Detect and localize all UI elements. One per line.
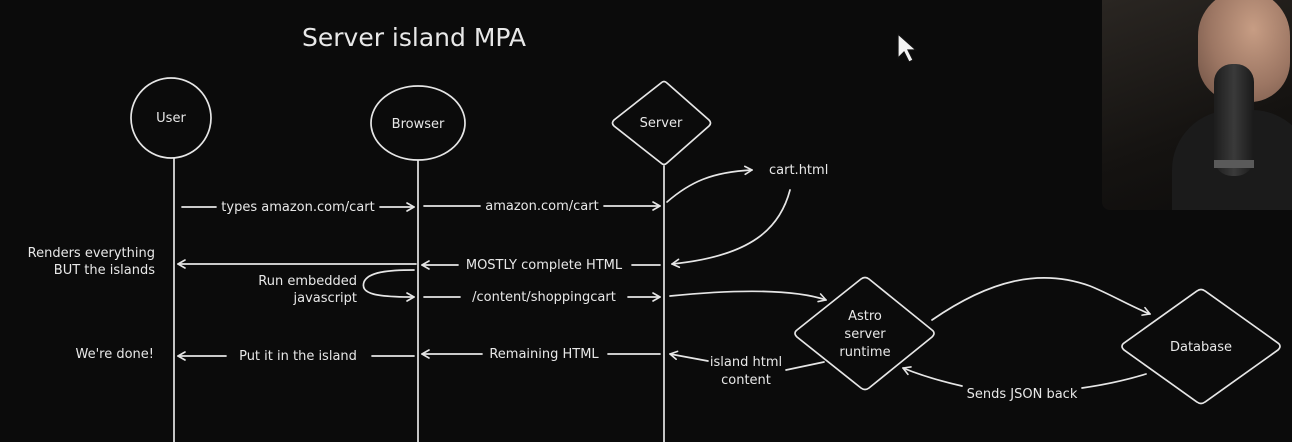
request-url-label: amazon.com/cart (485, 199, 598, 214)
browser-node: Browser (370, 85, 466, 161)
server-to-runtime-arrow (669, 290, 827, 303)
message-renders: Renders everything BUT the islands (28, 246, 417, 278)
browser-node-label: Browser (392, 117, 445, 132)
microphone-icon (1214, 64, 1254, 176)
put-in-island-label: Put it in the island (239, 349, 357, 364)
mouse-cursor-icon (897, 32, 918, 63)
message-request-url: amazon.com/cart (423, 199, 661, 214)
message-mostly-complete: MOSTLY complete HTML (421, 258, 661, 273)
database-node-label: Database (1170, 340, 1232, 355)
message-shopping-cart: /content/shoppingcart (423, 290, 661, 305)
presenter-webcam (1102, 0, 1292, 210)
message-cart-file: cart.html (666, 163, 828, 269)
mostly-complete-label: MOSTLY complete HTML (466, 258, 623, 273)
message-remaining-html: Remaining HTML (421, 347, 661, 362)
microphone-band (1214, 160, 1254, 168)
message-sends-json: Sends JSON back (902, 366, 1147, 402)
island-content-label-line2: content (721, 373, 771, 388)
run-js-label-line2: javascript (293, 291, 357, 306)
done-label: We're done! (75, 347, 154, 362)
runtime-label-line3: runtime (839, 345, 890, 360)
sends-json-label: Sends JSON back (967, 387, 1078, 402)
server-node-label: Server (640, 116, 683, 131)
server-node: Server (611, 80, 712, 166)
database-node: Database (1121, 288, 1281, 405)
types-url-label: types amazon.com/cart (221, 200, 374, 215)
message-island-content: island html content (669, 350, 825, 388)
renders-label-line2: BUT the islands (54, 263, 155, 278)
runtime-label-line1: Astro (848, 309, 882, 324)
user-node-label: User (156, 111, 186, 126)
cart-file-label: cart.html (769, 163, 828, 178)
user-node: User (130, 77, 212, 159)
diagram-title: Server island MPA (302, 23, 526, 52)
message-put-in-island: Put it in the island (177, 349, 415, 364)
shopping-cart-label: /content/shoppingcart (472, 290, 616, 305)
astro-runtime-node: Astro server runtime (794, 276, 935, 391)
runtime-to-database-arrow (931, 277, 1151, 321)
message-run-js: Run embedded javascript (258, 269, 415, 306)
run-js-label-line1: Run embedded (258, 274, 357, 289)
remaining-html-label: Remaining HTML (489, 347, 599, 362)
island-content-label-line1: island html (710, 355, 782, 370)
renders-label-line1: Renders everything (28, 246, 155, 261)
message-types-url: types amazon.com/cart (181, 200, 415, 215)
runtime-label-line2: server (844, 327, 886, 342)
